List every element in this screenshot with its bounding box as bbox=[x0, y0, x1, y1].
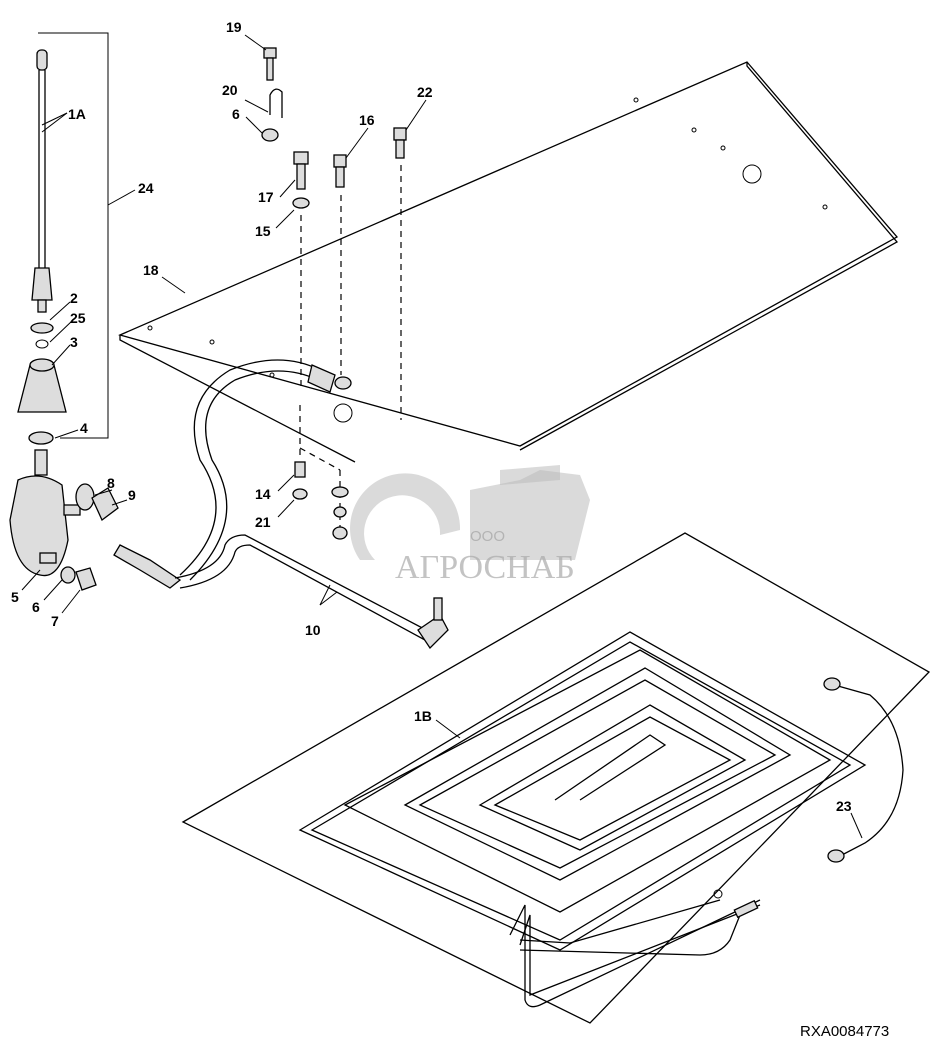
callout-8: 8 bbox=[107, 475, 115, 491]
adapter-9 bbox=[91, 487, 119, 522]
callout-4: 4 bbox=[80, 420, 88, 436]
callout-3: 3 bbox=[70, 334, 78, 350]
glass-sheet bbox=[181, 532, 931, 1024]
callout-14: 14 bbox=[255, 486, 271, 502]
callout-2: 2 bbox=[70, 290, 78, 306]
callout-15: 15 bbox=[255, 223, 271, 239]
roof-panel bbox=[118, 61, 899, 463]
callout-9: 9 bbox=[128, 487, 136, 503]
antenna-cable bbox=[113, 359, 449, 650]
callout-labels: 19 20 6 22 16 17 15 18 24 1A 2 25 3 4 8 … bbox=[11, 19, 889, 1040]
nut-7 bbox=[75, 567, 97, 591]
callout-16: 16 bbox=[359, 112, 375, 128]
callout-25: 25 bbox=[70, 310, 86, 326]
callout-24: 24 bbox=[138, 180, 154, 196]
diagram-code: RXA0084773 bbox=[800, 1023, 889, 1040]
callout-21: 21 bbox=[255, 514, 271, 530]
callout-10: 10 bbox=[305, 622, 321, 638]
callout-20: 20 bbox=[222, 82, 238, 98]
fasteners bbox=[261, 47, 407, 540]
leader-lines bbox=[21, 34, 863, 839]
washer-6b bbox=[60, 566, 76, 584]
callout-1b: 1B bbox=[414, 708, 432, 724]
callout-19: 19 bbox=[226, 19, 242, 35]
callout-18: 18 bbox=[143, 262, 159, 278]
antenna-assembly bbox=[9, 32, 136, 577]
watermark-name: АГРОСНАБ bbox=[395, 549, 575, 586]
callout-17: 17 bbox=[258, 189, 274, 205]
window-antenna-element bbox=[298, 631, 867, 1008]
callout-7: 7 bbox=[51, 613, 59, 629]
watermark-prefix: ООО bbox=[470, 528, 505, 545]
washer-8 bbox=[75, 483, 95, 511]
callout-23: 23 bbox=[836, 798, 852, 814]
callout-6b: 6 bbox=[32, 599, 40, 615]
callout-6: 6 bbox=[232, 106, 240, 122]
ground-strap bbox=[823, 677, 904, 863]
callout-1a: 1A bbox=[68, 106, 86, 122]
watermark-logo: ООО АГРОСНАБ bbox=[350, 465, 590, 586]
callout-22: 22 bbox=[417, 84, 433, 100]
callout-5: 5 bbox=[11, 589, 19, 605]
